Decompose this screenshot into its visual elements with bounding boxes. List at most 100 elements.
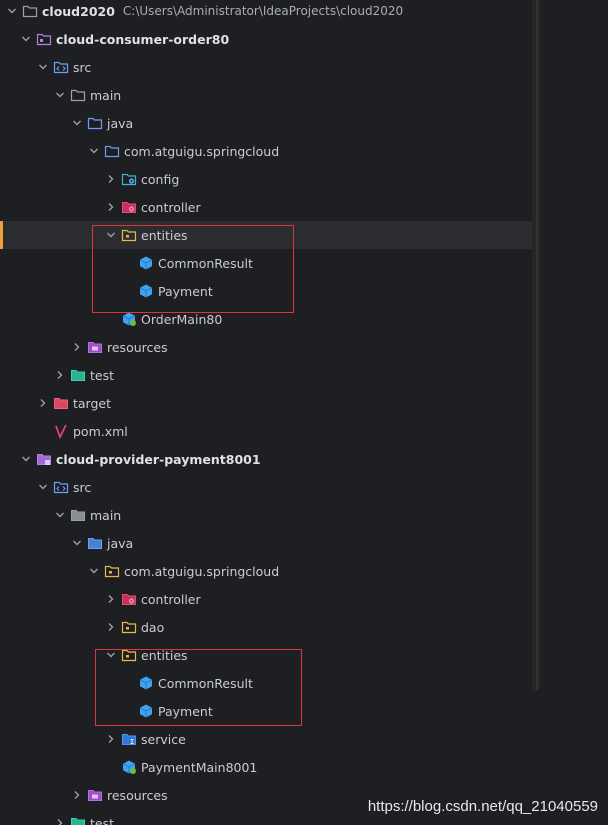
tree-row-test[interactable]: test [0, 361, 540, 389]
config-folder-icon [121, 171, 137, 187]
chevron-down-icon[interactable] [52, 87, 68, 103]
tree-row-src[interactable]: src [0, 473, 540, 501]
target-label: target [73, 395, 112, 411]
module-label: cloud-provider-payment8001 [56, 451, 261, 467]
tree-row-pom[interactable]: pom.xml [0, 417, 540, 445]
tree-row-config[interactable]: config [0, 165, 540, 193]
tree-row-entities[interactable]: entities [0, 641, 540, 669]
chevron-right-icon[interactable] [103, 731, 119, 747]
class-label: Payment [158, 703, 213, 719]
tree-row-main[interactable]: main [0, 501, 540, 529]
tree-row-java[interactable]: java [0, 109, 540, 137]
class-icon [138, 255, 154, 271]
chevron-down-icon[interactable] [86, 563, 102, 579]
chevron-right-icon[interactable] [103, 199, 119, 215]
tree-row-class[interactable]: CommonResult [0, 669, 540, 697]
tree-row-root[interactable]: cloud2020 C:\Users\Administrator\IdeaPro… [0, 0, 540, 25]
package-icon [121, 647, 137, 663]
tree-row-module[interactable]: cloud-provider-payment8001 [0, 445, 540, 473]
entities-label: entities [141, 647, 188, 663]
scrollbar-thumb[interactable] [536, 0, 538, 690]
chevron-down-icon[interactable] [35, 479, 51, 495]
chevron-down-icon[interactable] [35, 59, 51, 75]
package-icon [104, 143, 120, 159]
chevron-right-icon[interactable] [52, 815, 68, 825]
chevron-down-icon[interactable] [18, 451, 34, 467]
chevron-down-icon[interactable] [52, 507, 68, 523]
main-label: main [90, 507, 122, 523]
tree-row-module[interactable]: cloud-consumer-order80 [0, 25, 540, 53]
controller-label: controller [141, 591, 201, 607]
chevron-right-icon[interactable] [52, 367, 68, 383]
package-icon [104, 563, 120, 579]
main-class-label: OrderMain80 [141, 311, 223, 327]
module-icon [36, 451, 52, 467]
chevron-right-icon[interactable] [103, 591, 119, 607]
tree-row-class[interactable]: CommonResult [0, 249, 540, 277]
chevron-down-icon[interactable] [103, 227, 119, 243]
target-folder-icon [53, 395, 69, 411]
resources-folder-icon [87, 787, 103, 803]
resources-folder-icon [87, 339, 103, 355]
resources-label: resources [107, 339, 168, 355]
test-folder-icon [70, 815, 86, 825]
service-label: service [141, 731, 186, 747]
tree-row-resources[interactable]: resources [0, 333, 540, 361]
tree-row-main[interactable]: main [0, 81, 540, 109]
controller-folder-icon [121, 199, 137, 215]
chevron-down-icon[interactable] [4, 3, 20, 19]
controller-label: controller [141, 199, 201, 215]
right-gutter [540, 0, 608, 825]
tree-row-dao[interactable]: dao [0, 613, 540, 641]
chevron-right-icon[interactable] [35, 395, 51, 411]
tree-row-java[interactable]: java [0, 529, 540, 557]
resources-label: resources [107, 787, 168, 803]
package-label: com.atguigu.springcloud [124, 563, 280, 579]
chevron-right-icon[interactable] [69, 787, 85, 803]
root-label: cloud2020 [42, 3, 115, 19]
tree-row-controller[interactable]: controller [0, 193, 540, 221]
project-tree: cloud2020 C:\Users\Administrator\IdeaPro… [0, 0, 540, 825]
chevron-down-icon[interactable] [86, 143, 102, 159]
tree-row-resources[interactable]: resources [0, 781, 540, 809]
test-label: test [90, 367, 115, 383]
module-label: cloud-consumer-order80 [56, 31, 230, 47]
main-class-label: PaymentMain8001 [141, 759, 258, 775]
service-folder-icon [121, 731, 137, 747]
tree-row-service[interactable]: service [0, 725, 540, 753]
tree-row-entities[interactable]: entities [0, 221, 540, 249]
chevron-right-icon[interactable] [103, 619, 119, 635]
main-label: main [90, 87, 122, 103]
folder-icon [70, 507, 86, 523]
tree-row-main-class[interactable]: PaymentMain8001 [0, 753, 540, 781]
tree-row-test[interactable]: test [0, 809, 540, 825]
tree-row-package[interactable]: com.atguigu.springcloud [0, 137, 540, 165]
chevron-down-icon[interactable] [103, 647, 119, 663]
tree-row-src[interactable]: src [0, 53, 540, 81]
tree-row-class[interactable]: Payment [0, 697, 540, 725]
source-folder-icon [53, 59, 69, 75]
tree-row-target[interactable]: target [0, 389, 540, 417]
test-label: test [90, 815, 115, 825]
config-label: config [141, 171, 180, 187]
source-folder-icon [53, 479, 69, 495]
source-root-icon [87, 115, 103, 131]
dao-label: dao [141, 619, 165, 635]
controller-folder-icon [121, 591, 137, 607]
src-label: src [73, 479, 92, 495]
spring-class-icon [121, 311, 137, 327]
chevron-down-icon[interactable] [69, 535, 85, 551]
chevron-down-icon[interactable] [18, 31, 34, 47]
class-label: CommonResult [158, 255, 253, 271]
chevron-down-icon[interactable] [69, 115, 85, 131]
tree-row-controller[interactable]: controller [0, 585, 540, 613]
src-label: src [73, 59, 92, 75]
java-label: java [107, 115, 134, 131]
tree-row-main-class[interactable]: OrderMain80 [0, 305, 540, 333]
folder-icon [70, 87, 86, 103]
tree-row-class[interactable]: Payment [0, 277, 540, 305]
chevron-right-icon[interactable] [69, 339, 85, 355]
tree-row-package[interactable]: com.atguigu.springcloud [0, 557, 540, 585]
chevron-right-icon[interactable] [103, 171, 119, 187]
watermark: https://blog.csdn.net/qq_21040559 [367, 798, 598, 815]
